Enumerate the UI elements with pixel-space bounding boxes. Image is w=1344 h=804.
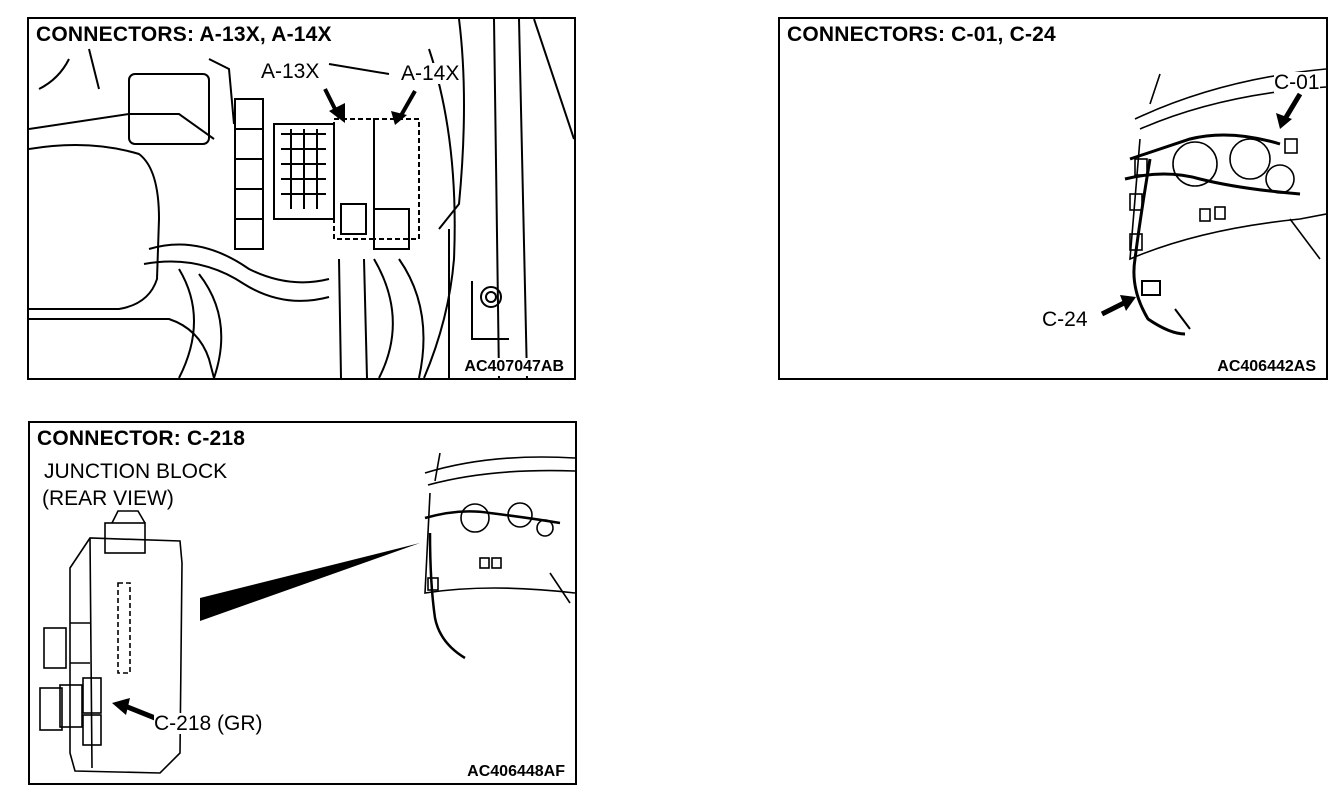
junction-block-label: JUNCTION BLOCK [44, 460, 228, 483]
junction-block-illustration [39, 452, 575, 774]
panel-a-figure-code: AC407047AB [464, 358, 564, 376]
engine-bay-illustration [29, 19, 574, 378]
panel-connectors-a13x-a14x: CONNECTORS: A-13X, A-14X A-13X A-14X AC4… [27, 17, 576, 380]
callout-c218: C-218 (GR) [154, 712, 263, 735]
callout-a14x: A-14X [401, 62, 460, 85]
callout-c24: C-24 [1042, 308, 1088, 331]
callout-c01: C-01 [1274, 71, 1320, 94]
callout-a13x: A-13X [261, 60, 320, 83]
panel-a-title: CONNECTORS: A-13X, A-14X [36, 23, 332, 47]
panel-j-title: CONNECTOR: C-218 [37, 427, 246, 451]
panel-c-title: CONNECTORS: C-01, C-24 [787, 23, 1056, 47]
panel-c-figure-code: AC406442AS [1217, 358, 1316, 376]
panel-j-figure-code: AC406448AF [467, 763, 565, 781]
panel-connector-c218: CONNECTOR: C-218 JUNCTION BLOCK (REAR VI… [28, 421, 577, 785]
rear-view-label: (REAR VIEW) [42, 487, 174, 510]
panel-connectors-c01-c24: CONNECTORS: C-01, C-24 C-01 C-24 AC40644… [778, 17, 1328, 380]
dashboard-harness-illustration [1100, 68, 1326, 336]
